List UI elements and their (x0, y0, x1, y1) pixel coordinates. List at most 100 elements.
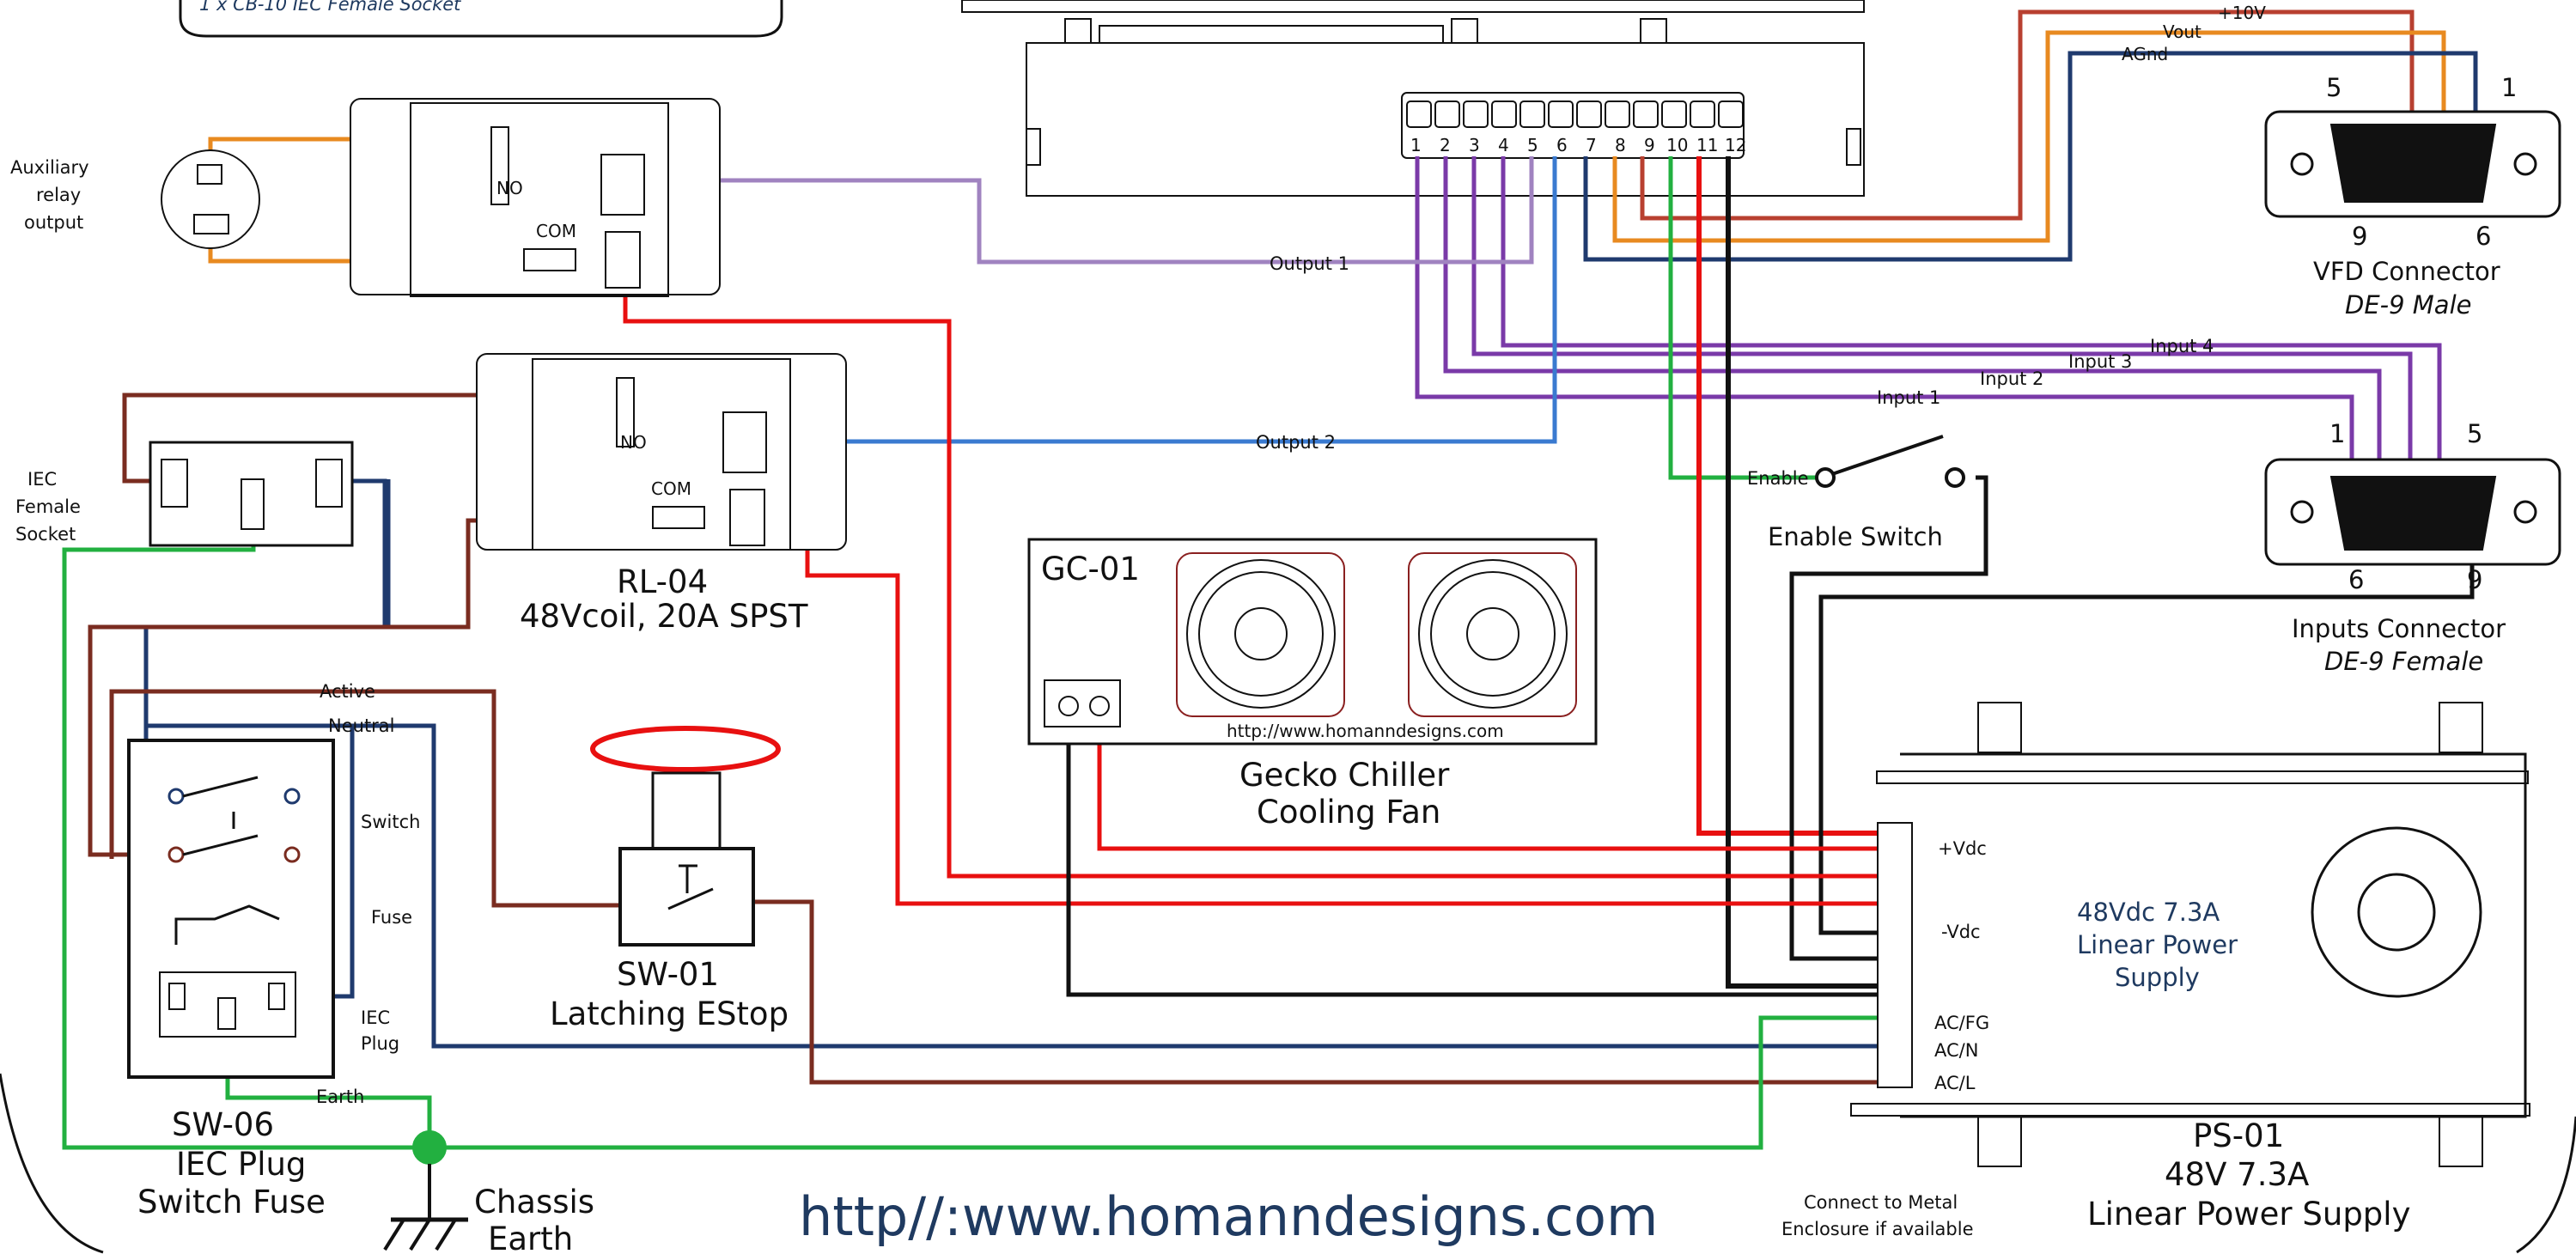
sw01-title: Latching EStop (550, 995, 789, 1032)
sw06-id: SW-06 (172, 1106, 274, 1143)
enable-switch-label: Enable Switch (1768, 522, 1943, 551)
site-url[interactable]: http//:www.homanndesigns.com (799, 1185, 1658, 1248)
black-wire (1726, 156, 1885, 989)
agnd-label: AGnd (2122, 44, 2168, 64)
vout-label: Vout (2163, 21, 2201, 42)
iec-female-socket: IEC Female Socket (15, 441, 354, 547)
gc01-title-2: Cooling Fan (1257, 794, 1440, 831)
inputs-title: Inputs Connector (2292, 614, 2506, 643)
ps01-acl: AC/L (1934, 1073, 1976, 1093)
enable-wire (1668, 156, 1830, 480)
aux-label-2: relay (36, 185, 81, 205)
ps01-desc-1: 48Vdc 7.3A (2077, 898, 2220, 927)
terminal-cell (1718, 100, 1744, 128)
upper-relay: NO COM (350, 98, 721, 297)
enclosure-outline-right (2516, 1116, 2576, 1254)
terminal-cell (1519, 100, 1545, 128)
sw06-title-2: Switch Fuse (137, 1184, 326, 1221)
output1-label: Output 1 (1270, 253, 1349, 274)
iec-plug-label-1: IEC (361, 1007, 390, 1028)
output2-wire (747, 156, 1557, 444)
iec-socket-label-1: IEC (27, 469, 57, 490)
terminal-num-11: 11 (1696, 135, 1718, 155)
gc01-fan: GC-01 http://www.homanndesigns.com Gecko… (1027, 538, 1598, 831)
inputs-pin-left: 1 (2329, 419, 2345, 448)
header-note: 1 x CB-10 IEC Female Socket (199, 0, 461, 15)
v10-wire (1640, 9, 2415, 221)
vfd-subtitle: DE-9 Male (2345, 290, 2471, 320)
enable-switch-wire (1789, 475, 1988, 961)
terminal-cell (1491, 100, 1517, 128)
agnd-wire (1583, 51, 2478, 262)
brown-estop-wire (754, 899, 1885, 1085)
inputs-pin-br: 9 (2467, 565, 2482, 594)
vfd-pin-bl: 9 (2352, 222, 2367, 251)
input1-label: Input 1 (1877, 387, 1940, 408)
ps01-vdc-minus: -Vdc (1941, 922, 1981, 942)
enclosure-note-2: Enclosure if available (1781, 1219, 1974, 1239)
terminal-cell (1548, 100, 1574, 128)
gc01-url: http://www.homanndesigns.com (1227, 721, 1504, 741)
terminal-num-2: 2 (1440, 135, 1451, 155)
terminal-num-12: 12 (1725, 135, 1746, 155)
enclosure-note-1: Connect to Metal (1804, 1192, 1958, 1213)
input4-label: Input 4 (2150, 336, 2214, 356)
vfd-connector: 5 1 9 6 VFD Connector DE-9 Male (2264, 73, 2561, 320)
terminal-cell (1633, 100, 1659, 128)
terminal-num-10: 10 (1666, 135, 1688, 155)
iec-plug-label-2: Plug (361, 1033, 399, 1054)
upper-relay-no: NO (496, 178, 523, 198)
brown-active-wire (109, 689, 618, 908)
terminal-cell (1661, 100, 1687, 128)
output1-wire (627, 156, 1534, 265)
red-supply-wire (1696, 156, 1885, 836)
iec-socket-label-3: Socket (15, 524, 76, 545)
inputs-pin-right: 5 (2467, 419, 2482, 448)
terminal-cell (1576, 100, 1602, 128)
enable-label: Enable (1747, 468, 1809, 489)
upper-relay-com: COM (536, 221, 576, 241)
terminal-cell (1406, 100, 1432, 128)
terminal-num-6: 6 (1556, 135, 1568, 155)
input3-label: Input 3 (2068, 351, 2132, 372)
fuse-label: Fuse (371, 907, 412, 928)
header-note-box (179, 0, 783, 38)
inputs-pin-bl: 6 (2348, 565, 2364, 594)
gc01-id: GC-01 (1041, 551, 1140, 587)
ps01-desc-3: Supply (2115, 963, 2200, 992)
aux-label-3: output (24, 212, 83, 233)
enable-switch: Enable Switch (1768, 435, 1965, 551)
v10-label: +10V (2218, 3, 2266, 23)
enclosure-outline (0, 1073, 104, 1254)
ps01-id: PS-01 (2193, 1117, 2284, 1154)
active-label: Active (320, 681, 375, 702)
terminal-num-9: 9 (1644, 135, 1655, 155)
sw06-title-1: IEC Plug (176, 1146, 306, 1183)
chassis-label-2: Earth (488, 1221, 573, 1254)
earth-label: Earth (316, 1087, 364, 1107)
ps01-rating: 48V 7.3A (2165, 1156, 2309, 1193)
ps01-power-supply: +Vdc -Vdc AC/FG AC/N AC/L 48Vdc 7.3A Lin… (1850, 702, 2530, 1233)
sw01-id: SW-01 (617, 956, 719, 993)
neutral-label: Neutral (328, 715, 395, 736)
vfd-pin-left: 5 (2326, 73, 2342, 102)
terminal-num-7: 7 (1586, 135, 1597, 155)
ps01-acn: AC/N (1934, 1040, 1978, 1061)
aux-label-1: Auxiliary (10, 157, 89, 178)
terminal-cell (1690, 100, 1715, 128)
neutral-wire (143, 479, 1885, 1049)
sw06-iec-plug: SW-06 IEC Plug Switch Fuse (127, 739, 335, 1221)
vout-wire (1612, 30, 2446, 243)
rl04-no: NO (620, 432, 647, 453)
relay-rl04: NO COM RL-04 48Vcoil, 20A SPST (476, 353, 847, 635)
rl04-com: COM (651, 478, 691, 499)
inputs-connector: 1 5 6 9 Inputs Connector DE-9 Female (2264, 419, 2561, 676)
vfd-pin-right: 1 (2501, 73, 2517, 102)
gc01-title-1: Gecko Chiller (1239, 757, 1450, 794)
vfd-pin-br: 6 (2476, 222, 2491, 251)
aux-relay-output: Auxiliary relay output (10, 149, 260, 249)
iec-socket-label-2: Female (15, 496, 81, 517)
ps01-desc-2: Linear Power (2077, 930, 2238, 959)
terminal-num-8: 8 (1615, 135, 1626, 155)
